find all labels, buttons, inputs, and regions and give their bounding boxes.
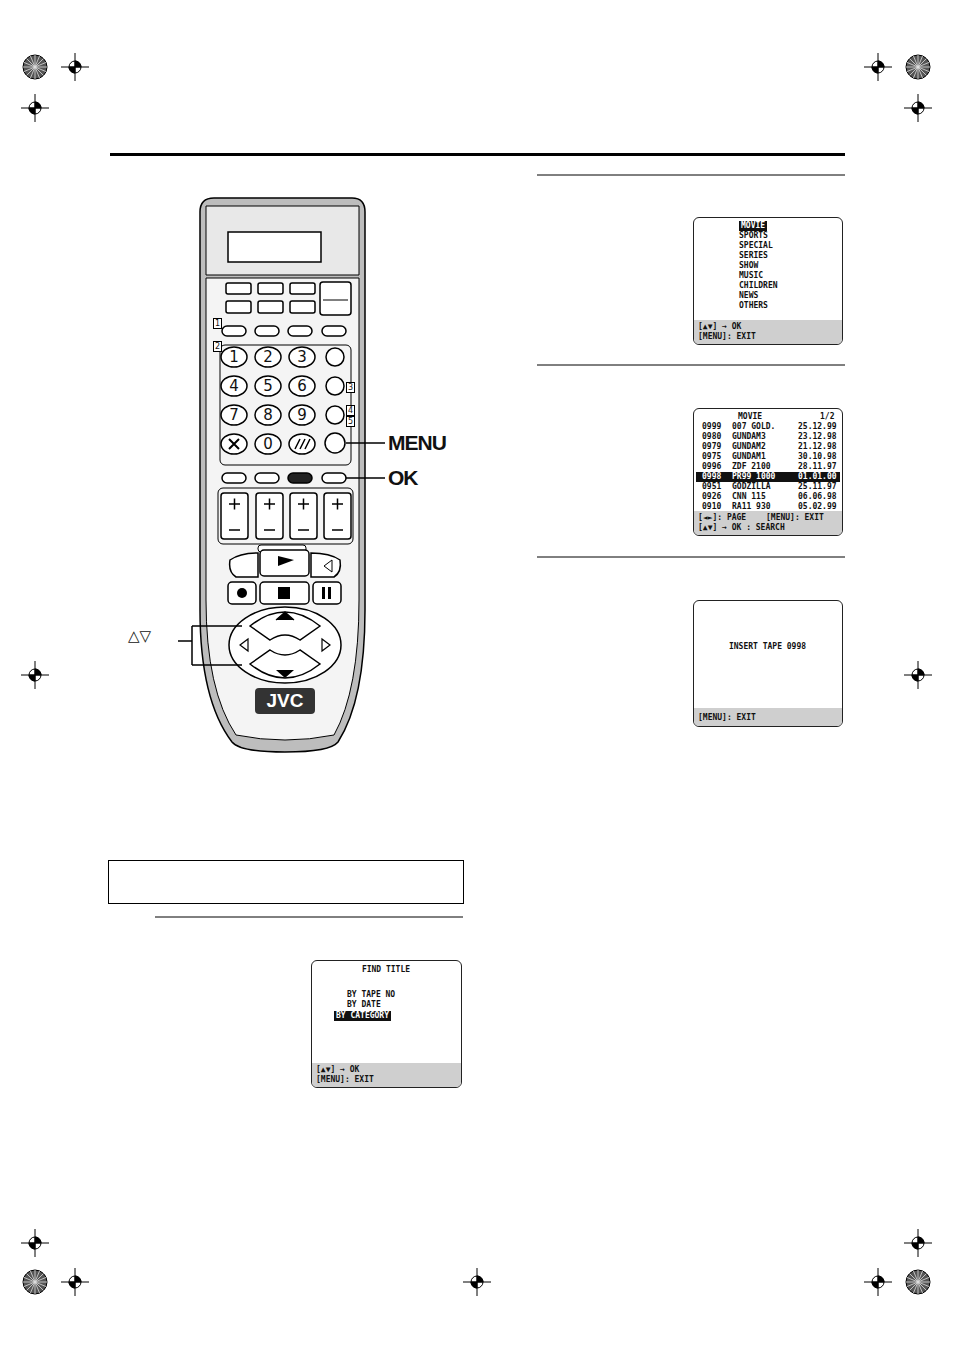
screen-text: GODZILLA bbox=[732, 482, 771, 492]
screen-text: NEWS bbox=[739, 291, 758, 301]
screen-text: [▲▼] → OK : SEARCH bbox=[698, 523, 785, 533]
osd-screen: MOVIESPORTSSPECIALSERIESSHOWMUSICCHILDRE… bbox=[693, 217, 843, 345]
key-number: 7 bbox=[229, 407, 239, 423]
screen-text: 1/2 bbox=[820, 412, 834, 422]
screen-text: GUNDAM3 bbox=[732, 432, 766, 442]
screen-text: 05.02.99 bbox=[798, 502, 837, 512]
key-number: 0 bbox=[263, 436, 273, 452]
screen-text: 01.01.00 bbox=[798, 472, 837, 482]
key-number: 1 bbox=[229, 349, 239, 365]
screen-text: 0998 bbox=[702, 472, 721, 482]
screen-text: SPORTS bbox=[739, 231, 768, 241]
screen-text: 0910 bbox=[702, 502, 721, 512]
brand-logo: JVC bbox=[267, 691, 304, 711]
screen-text: 0975 bbox=[702, 452, 721, 462]
key-number: 9 bbox=[297, 407, 307, 423]
screen-text: [MENU]: EXIT bbox=[316, 1075, 374, 1085]
screen-text: 0999 bbox=[702, 422, 721, 432]
screen-text: 25.12.99 bbox=[798, 422, 837, 432]
key-number: 3 bbox=[297, 349, 307, 365]
section-marker: 4 bbox=[346, 405, 355, 416]
screen-text: SHOW bbox=[739, 261, 758, 271]
key-number: 6 bbox=[297, 378, 307, 394]
screen-text: BY CATEGORY bbox=[334, 1011, 391, 1021]
screen-text: BY DATE bbox=[347, 1000, 381, 1010]
screen-text: 28.11.97 bbox=[798, 462, 837, 472]
screen-text: MOVIE bbox=[738, 412, 762, 422]
screen-text: SERIES bbox=[739, 251, 768, 261]
screen-text: GUNDAM2 bbox=[732, 442, 766, 452]
screen-text: [▲▼] → OK bbox=[316, 1065, 359, 1075]
screen-text: [MENU]: EXIT bbox=[766, 513, 824, 523]
screen-text: 007 GOLD. bbox=[732, 422, 775, 432]
key-number: 5 bbox=[263, 378, 273, 394]
screen-text: [MENU]: EXIT bbox=[698, 713, 756, 723]
screen-text: FIND TITLE bbox=[362, 965, 410, 975]
screen-text: 0980 bbox=[702, 432, 721, 442]
screen-text: MOVIE bbox=[739, 221, 767, 231]
screen-text: 0979 bbox=[702, 442, 721, 452]
key-number: 4 bbox=[229, 378, 239, 394]
screen-text: 06.06.98 bbox=[798, 492, 837, 502]
screen-text: [▲▼] → OK bbox=[698, 322, 741, 332]
section-marker: 2 bbox=[213, 341, 222, 352]
screen-text: OTHERS bbox=[739, 301, 768, 311]
osd-screen: MOVIE 1/2 0999 007 GOLD. 25.12.99 0980 GUNDAM3… bbox=[693, 408, 843, 536]
screen-text: [MENU]: EXIT bbox=[698, 332, 756, 342]
section-marker: 3 bbox=[346, 382, 355, 393]
screen-text: 0951 bbox=[702, 482, 721, 492]
key-number: 8 bbox=[263, 407, 273, 423]
screen-text: RA11 930 bbox=[732, 502, 771, 512]
screen-text: CNN 115 bbox=[732, 492, 766, 502]
screen-text: 25.11.97 bbox=[798, 482, 837, 492]
callout-label: MENU bbox=[388, 431, 446, 455]
screen-text: 30.10.98 bbox=[798, 452, 837, 462]
screen-text: 0996 bbox=[702, 462, 721, 472]
osd-screen: INSERT TAPE 0998 [MENU]: EXIT bbox=[693, 600, 843, 727]
screen-text: PR99 1000 bbox=[732, 472, 775, 482]
screen-text: GUNDAM1 bbox=[732, 452, 766, 462]
screen-text: MUSIC bbox=[739, 271, 763, 281]
callout-label: △▽ bbox=[128, 628, 151, 644]
screen-text: CHILDREN bbox=[739, 281, 778, 291]
screen-text: 0926 bbox=[702, 492, 721, 502]
section-marker: 5 bbox=[346, 416, 355, 427]
screen-text: ZDF 2100 bbox=[732, 462, 771, 472]
screen-text: 21.12.98 bbox=[798, 442, 837, 452]
key-number: 2 bbox=[263, 349, 273, 365]
callout-label: OK bbox=[388, 466, 418, 490]
section-marker: 1 bbox=[213, 318, 222, 329]
screen-text: BY TAPE NO bbox=[347, 990, 395, 1000]
screen-text: [◄►]: PAGE bbox=[698, 513, 746, 523]
osd-screen: FIND TITLE BY TAPE NOBY DATEBY CATEGORY [▲… bbox=[311, 960, 462, 1088]
screen-text: 23.12.98 bbox=[798, 432, 837, 442]
screen-text: SPECIAL bbox=[739, 241, 773, 251]
screen-text: INSERT TAPE 0998 bbox=[729, 642, 806, 652]
